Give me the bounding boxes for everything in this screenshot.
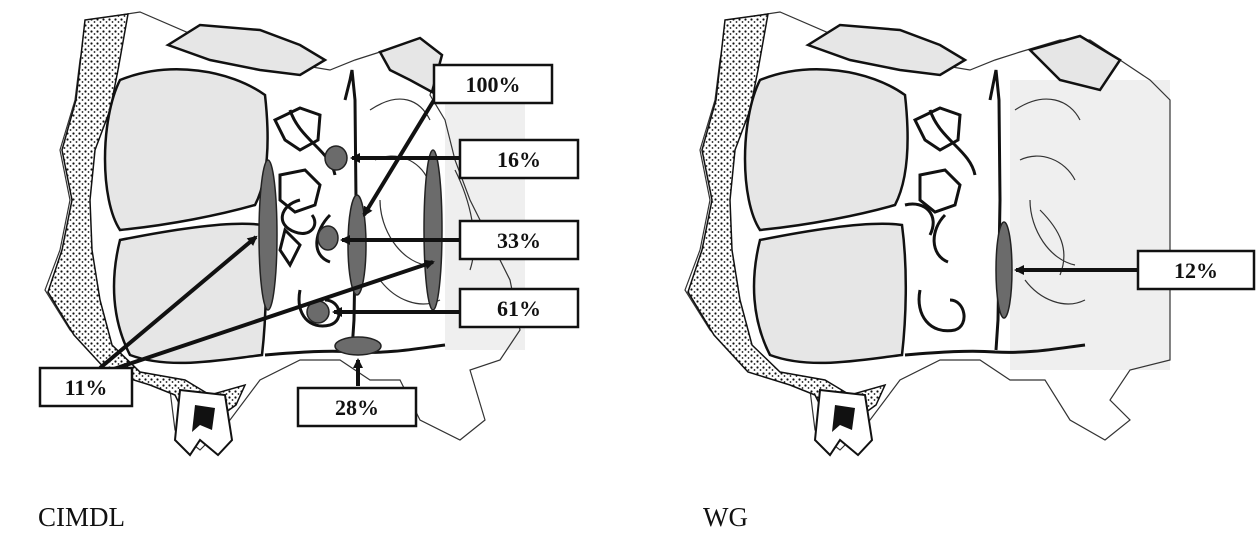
label-61: 61%: [460, 289, 578, 327]
svg-text:28%: 28%: [335, 395, 379, 420]
svg-text:12%: 12%: [1174, 258, 1218, 283]
svg-text:61%: 61%: [497, 296, 541, 321]
roof-bone-right: [380, 38, 442, 92]
label-28: 28%: [298, 388, 416, 426]
svg-text:16%: 16%: [497, 147, 541, 172]
right-diagram: 12%: [685, 12, 1254, 455]
label-12: 12%: [1138, 251, 1254, 289]
orbit: [105, 69, 268, 230]
label-100: 100%: [434, 65, 552, 103]
left-diagram: 100% 16% 33% 61% 28% 11%: [40, 12, 578, 455]
lesion-28: [335, 337, 381, 355]
caption-left: CIMDL: [38, 502, 125, 532]
roof-bone: [808, 25, 965, 75]
caption-right: WG: [703, 502, 748, 532]
roof-bone: [168, 25, 325, 75]
label-11: 11%: [40, 368, 132, 406]
svg-text:11%: 11%: [65, 375, 108, 400]
orbit: [745, 69, 908, 230]
svg-text:33%: 33%: [497, 228, 541, 253]
lesion-33: [318, 226, 338, 250]
lesion-16: [325, 146, 347, 170]
lesion-12: [996, 222, 1012, 318]
maxillary-sinus: [754, 224, 906, 363]
lesion-lateral-left: [259, 160, 277, 310]
label-16: 16%: [460, 140, 578, 178]
lesion-lateral-right: [424, 150, 442, 310]
ethmoid-cells: [275, 108, 320, 265]
turbinates: [905, 110, 975, 331]
label-33: 33%: [460, 221, 578, 259]
svg-text:100%: 100%: [466, 72, 521, 97]
lesion-septum: [348, 195, 366, 295]
